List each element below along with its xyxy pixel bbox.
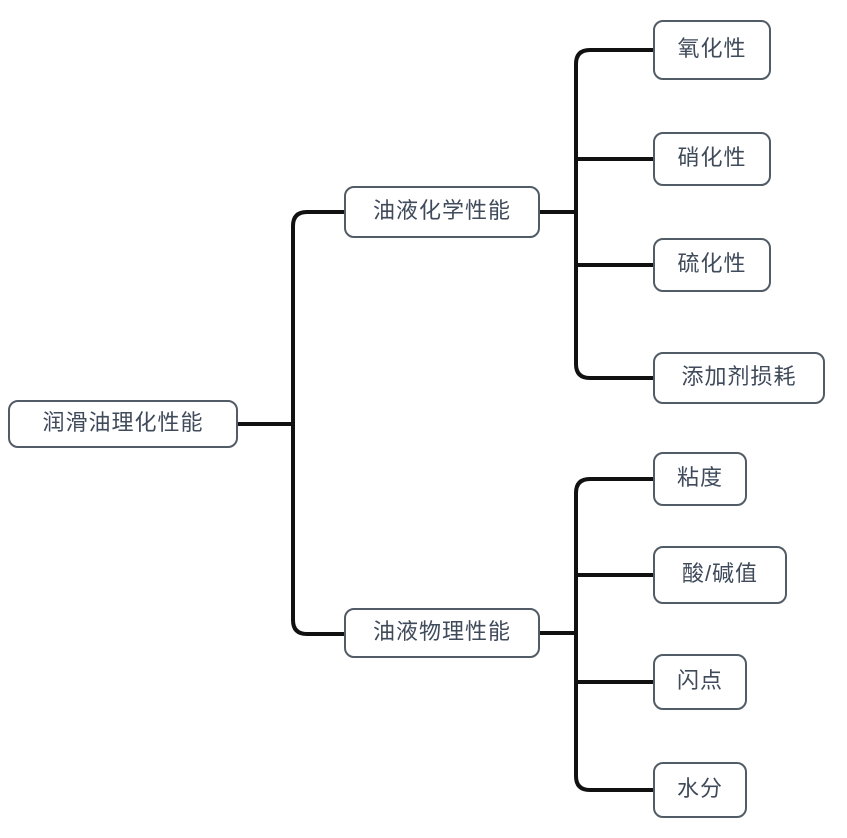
connector-physical-leaf-3 [574,633,653,684]
node-leaf-sulfation[interactable]: 硫化性 [653,238,771,292]
connector-chemical-leaf-3 [574,212,653,267]
node-leaf-nitration[interactable]: 硝化性 [653,132,771,186]
connector-trunk-to-physical [291,424,344,636]
node-branch-chemical[interactable]: 油液化学性能 [344,186,540,238]
connector-physical-leaf-2 [574,573,653,633]
node-root-label: 润滑油理化性能 [42,410,204,435]
node-leaf-flash-point[interactable]: 闪点 [653,654,747,710]
node-leaf-acid-base-value-label: 酸/碱值 [681,561,759,586]
node-leaf-flash-point-label: 闪点 [676,668,723,693]
node-leaf-sulfation-label: 硫化性 [677,251,747,276]
node-branch-physical[interactable]: 油液物理性能 [344,608,540,658]
connector-physical-leaf-4 [574,633,653,792]
node-leaf-water-content[interactable]: 水分 [653,762,747,818]
node-root[interactable]: 润滑油理化性能 [8,400,238,448]
connector-chemical-leaf-2 [574,157,653,212]
node-leaf-additive-depletion-label: 添加剂损耗 [681,364,797,389]
node-branch-physical-label: 油液物理性能 [372,619,511,644]
node-leaf-viscosity-label: 粘度 [676,465,723,490]
connector-trunk-to-chemical [291,210,344,424]
connector-physical-leaf-1 [574,477,653,633]
node-branch-chemical-label: 油液化学性能 [372,198,511,223]
node-leaf-oxidation-label: 氧化性 [677,36,747,61]
connector-chemical-leaf-1 [574,48,653,212]
node-leaf-acid-base-value[interactable]: 酸/碱值 [653,546,787,604]
node-leaf-nitration-label: 硝化性 [677,145,747,170]
node-leaf-additive-depletion[interactable]: 添加剂损耗 [653,352,825,404]
node-leaf-water-content-label: 水分 [676,776,723,801]
node-leaf-viscosity[interactable]: 粘度 [653,452,747,506]
node-leaf-oxidation[interactable]: 氧化性 [653,20,771,80]
connector-chemical-leaf-4 [574,212,653,380]
